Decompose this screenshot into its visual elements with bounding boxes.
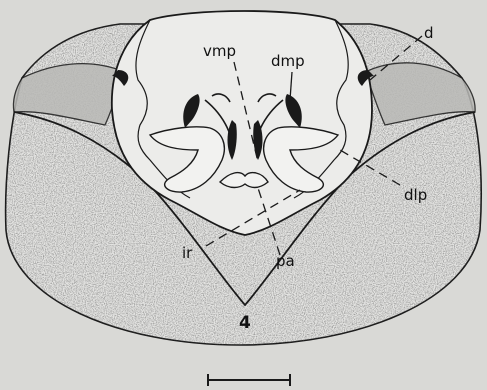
label-ir: ir [182,244,193,262]
label-d: d [424,24,434,42]
label-pa: pa [276,252,295,270]
label-dmp: dmp [271,52,305,70]
figure-number: 4 [239,313,251,333]
scale-bar [208,374,290,386]
label-vmp: vmp [203,42,236,60]
label-dlp: dlp [404,186,427,204]
